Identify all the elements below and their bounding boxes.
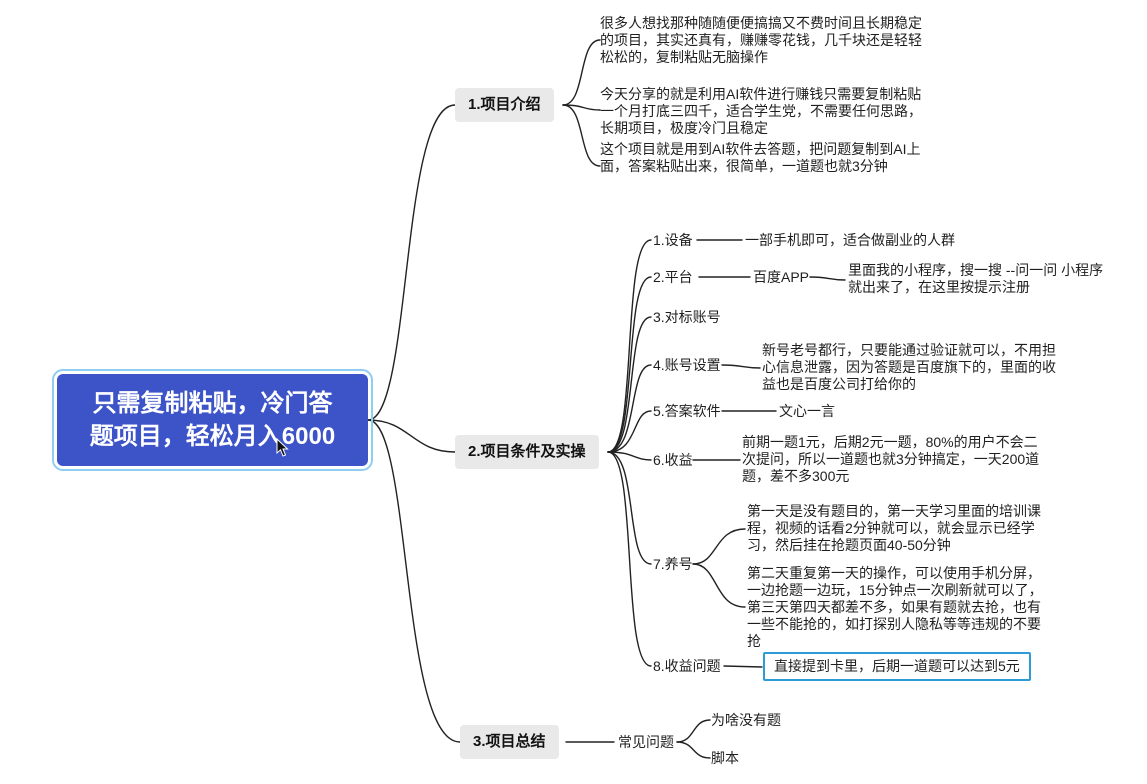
item-payout-note[interactable]: 直接提到卡里，后期一道题可以达到5元	[763, 652, 1031, 681]
item-payout[interactable]: 8.收益问题	[653, 658, 721, 674]
item-account-setup-note[interactable]: 新号老号都行，只要能通过验证就可以，不用担心信息泄露，因为答题是百度旗下的，里面…	[762, 342, 1056, 392]
item-income-note[interactable]: 前期一题1元，后期2元一题，80%的用户不会二次提问，所以一道题也就3分钟搞定，…	[742, 434, 1040, 484]
item-benchmark-account[interactable]: 3.对标账号	[653, 309, 721, 325]
mouse-cursor-icon	[276, 438, 289, 457]
item-platform-app[interactable]: 百度APP	[753, 269, 810, 285]
item-device-note[interactable]: 一部手机即可，适合做副业的人群	[745, 232, 955, 248]
item-account-setup[interactable]: 4.账号设置	[653, 357, 721, 373]
item-answer-software[interactable]: 5.答案软件	[653, 403, 721, 419]
item-nurture-note-1[interactable]: 第一天是没有题目的，第一天学习里面的培训课程，视频的话看2分钟就可以，就会显示已…	[747, 503, 1041, 553]
root-topic[interactable]: 只需复制粘贴，冷门答题项目，轻松月入6000	[52, 369, 373, 471]
item-platform[interactable]: 2.平台	[653, 269, 693, 285]
item-faq-script[interactable]: 脚本	[711, 750, 739, 766]
branch-summary[interactable]: 3.项目总结	[460, 725, 559, 759]
intro-note-1[interactable]: 很多人想找那种随随便便搞搞又不费时间且长期稳定的项目，其实还真有，赚赚零花钱，几…	[600, 15, 922, 65]
intro-note-3[interactable]: 这个项目就是用到AI软件去答题，把问题复制到AI上面，答案粘贴出来，很简单，一道…	[600, 141, 921, 174]
intro-note-2[interactable]: 今天分享的就是利用AI软件进行赚钱只需要复制粘贴一个月打底三四千，适合学生党，不…	[600, 86, 922, 136]
branch-project-intro[interactable]: 1.项目介绍	[455, 88, 554, 122]
item-answer-software-note[interactable]: 文心一言	[779, 403, 835, 419]
item-nurture-note-2[interactable]: 第二天重复第一天的操作，可以使用手机分屏，一边抢题一边玩，15分钟点一次刷新就可…	[747, 565, 1043, 649]
item-platform-note[interactable]: 里面我的小程序，搜一搜 --问一问 小程序就出来了，在这里按提示注册	[848, 262, 1104, 295]
item-nurture[interactable]: 7.养号	[653, 556, 693, 572]
item-faq-no-questions[interactable]: 为啥没有题	[711, 712, 781, 728]
item-income[interactable]: 6.收益	[653, 452, 693, 468]
item-device[interactable]: 1.设备	[653, 232, 693, 248]
branch-conditions[interactable]: 2.项目条件及实操	[455, 435, 599, 469]
item-faq[interactable]: 常见问题	[618, 734, 674, 750]
